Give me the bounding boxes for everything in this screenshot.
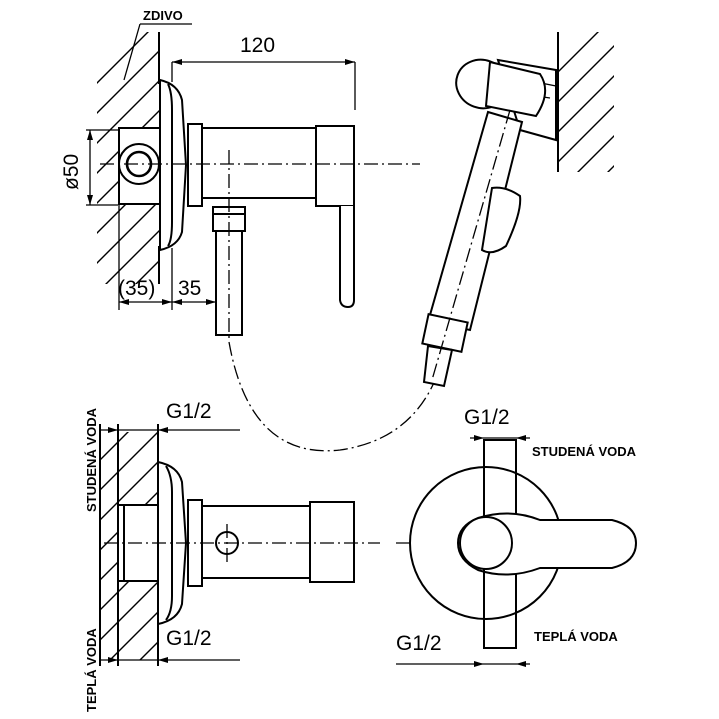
length-dimension: 120 xyxy=(240,34,275,57)
wall-hatching-holder xyxy=(558,32,614,172)
thread-side-top: G1/2 xyxy=(166,400,212,423)
handshower xyxy=(421,58,557,388)
valve-front-view xyxy=(409,439,638,649)
cold-water-front: STUDENÁ VODA xyxy=(532,444,637,459)
diameter-dimension: ø50 xyxy=(60,154,83,190)
cold-water-vertical: STUDENÁ VODA xyxy=(84,407,99,512)
thread-side-bottom: G1/2 xyxy=(166,627,212,650)
thread-front-bottom: G1/2 xyxy=(396,632,442,655)
hose-path xyxy=(228,341,437,452)
wall-label: ZDIVO xyxy=(143,8,183,23)
hot-water-vertical: TEPLÁ VODA xyxy=(84,628,99,712)
hot-water-front: TEPLÁ VODA xyxy=(534,629,618,644)
depth-dimension: 35 xyxy=(178,277,201,300)
thread-front-top: G1/2 xyxy=(464,406,510,429)
depth-dimension-bracketed: (35) xyxy=(118,277,155,300)
